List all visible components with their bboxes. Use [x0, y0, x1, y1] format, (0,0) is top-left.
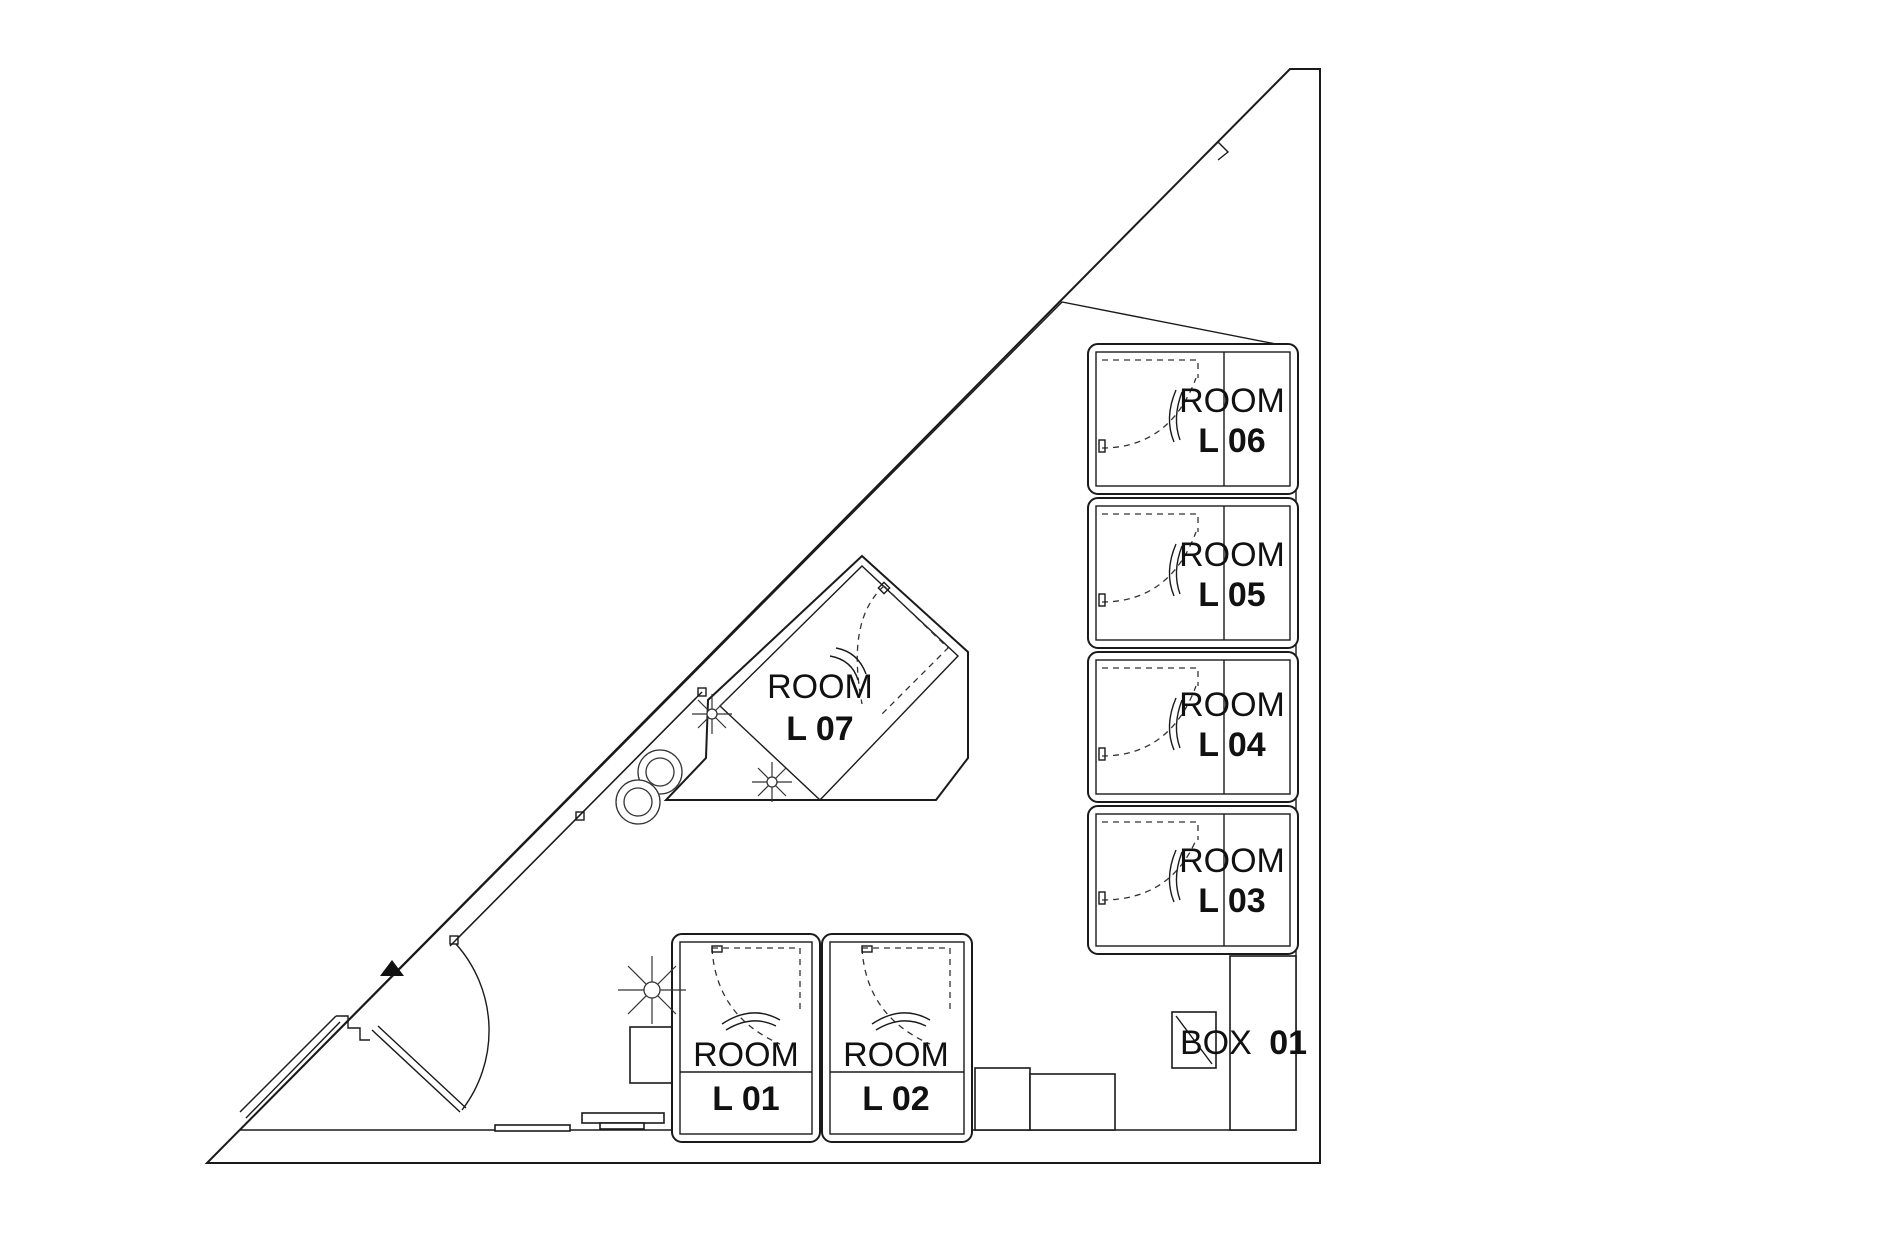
room-l07[interactable]: ROOM L 07 — [663, 554, 969, 801]
room-l02[interactable]: ROOM L 02 — [821, 933, 973, 1143]
room-l06[interactable]: ROOM L 06 — [1087, 343, 1299, 495]
room-l03[interactable]: ROOM L 03 — [1087, 805, 1299, 955]
chair-icon — [1168, 697, 1183, 751]
plant-icon — [618, 956, 686, 1024]
chair-icon — [1168, 389, 1183, 443]
room-l04-label-top: ROOM — [1179, 686, 1285, 724]
entrance-door — [371, 943, 490, 1113]
box-01-label-number: 01 — [1269, 1024, 1307, 1062]
chair-icon — [829, 647, 867, 681]
chair-icon — [1168, 543, 1183, 597]
chair-icon — [871, 1012, 931, 1031]
room-l01[interactable]: ROOM L 01 — [671, 933, 821, 1143]
bottom-furniture — [494, 955, 1297, 1132]
room-l05[interactable]: ROOM L 05 — [1087, 497, 1299, 649]
room-l01-label-bottom: L 01 — [712, 1080, 779, 1118]
entrance-arrow-icon — [380, 960, 404, 976]
chair-icon — [1168, 849, 1183, 903]
room-l02-label-bottom: L 02 — [862, 1080, 929, 1118]
room-l07-label-bottom: L 07 — [786, 710, 853, 748]
plant-icon — [692, 694, 732, 734]
plant-icon — [752, 762, 792, 802]
room-l05-label-bottom: L 05 — [1198, 576, 1265, 614]
room-l06-label-bottom: L 06 — [1198, 422, 1265, 460]
room-l03-label-bottom: L 03 — [1198, 882, 1265, 920]
chair-icon — [721, 1012, 781, 1031]
room-l01-label-top: ROOM — [693, 1036, 799, 1074]
room-l06-label-top: ROOM — [1179, 382, 1285, 420]
svg-text:BOX 01: BOX 01 — [1180, 1024, 1307, 1062]
room-l05-label-top: ROOM — [1179, 536, 1285, 574]
room-l03-label-top: ROOM — [1179, 842, 1285, 880]
room-l02-label-top: ROOM — [843, 1036, 949, 1074]
plant-icon — [615, 779, 661, 825]
box-01[interactable]: BOX 01 — [1171, 1011, 1307, 1069]
room-l07-label-top: ROOM — [767, 668, 873, 706]
box-01-label-prefix: BOX — [1180, 1024, 1252, 1062]
room-l04[interactable]: ROOM L 04 — [1087, 651, 1299, 803]
room-l04-label-bottom: L 04 — [1198, 726, 1266, 764]
